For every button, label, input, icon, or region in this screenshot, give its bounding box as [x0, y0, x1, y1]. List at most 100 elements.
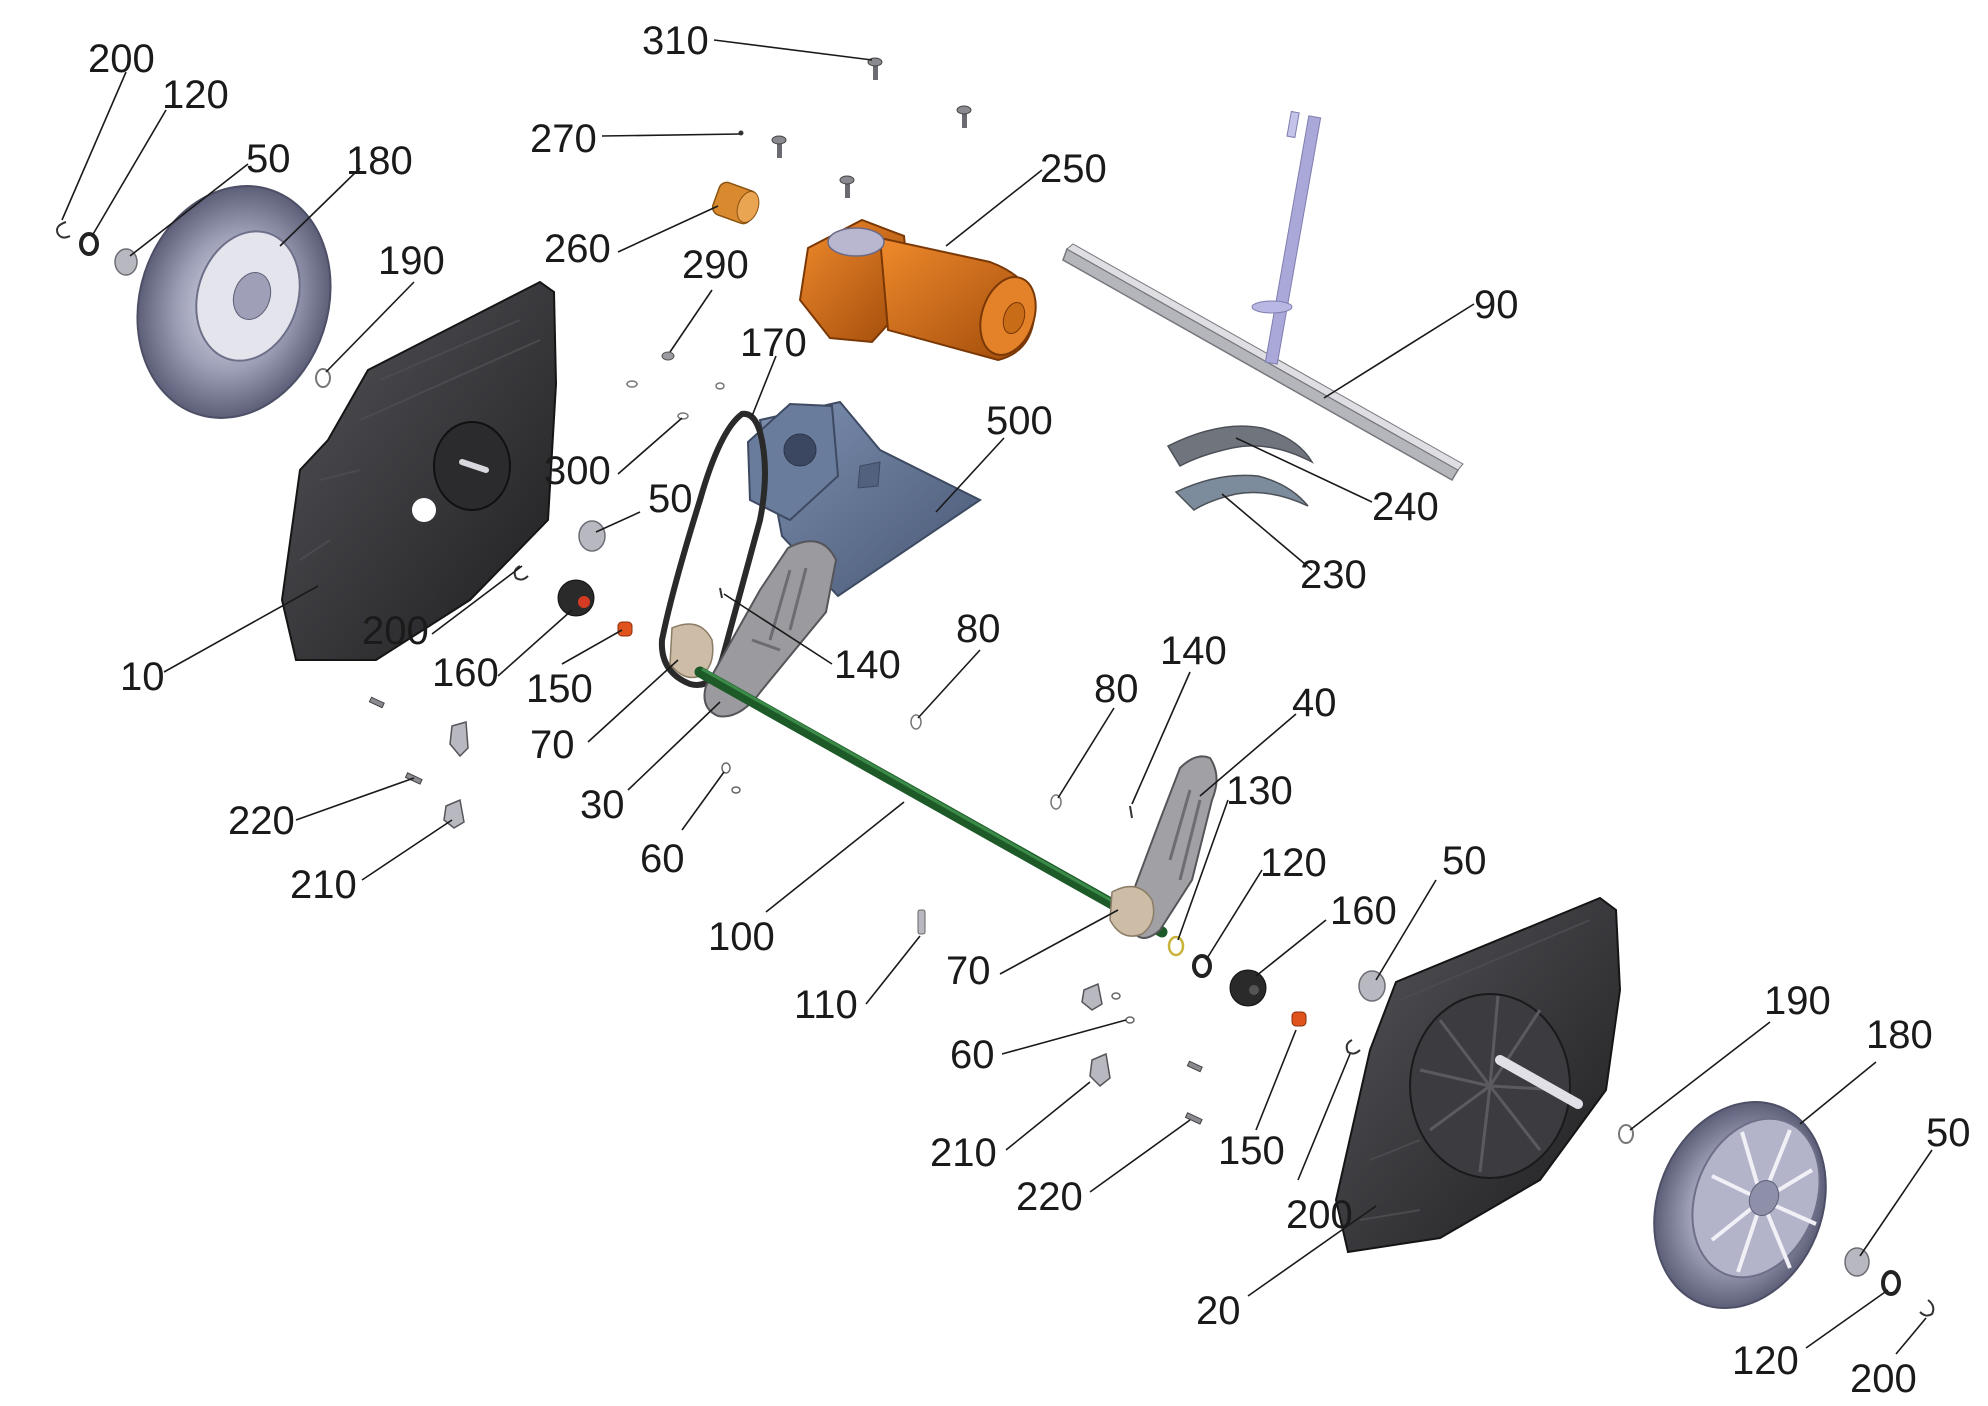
- leader-110: [865, 935, 921, 1005]
- callout-200-c: 200: [1286, 1193, 1353, 1237]
- gear-160b-body: [1229, 969, 1267, 1007]
- screw-head: [839, 175, 855, 185]
- part-260-coupling: [711, 181, 760, 225]
- part-140-pin-a: [719, 587, 723, 599]
- shaft-highlight: [701, 667, 1161, 930]
- part-90-bar: [1062, 110, 1464, 482]
- leader-200-c: [1297, 1053, 1351, 1181]
- leader-250: [945, 169, 1043, 247]
- leader-120-a: [91, 109, 167, 237]
- callout-270: 270: [530, 117, 597, 161]
- part-50-washer-b: [578, 520, 606, 552]
- part-60-ring-a: [721, 762, 731, 774]
- wheel-180-center: [232, 272, 272, 320]
- leader-50-a: [129, 163, 249, 257]
- callout-260: 260: [544, 227, 611, 271]
- leader-30: [627, 701, 721, 791]
- part-screw-top-right: [956, 105, 972, 128]
- part-60-ring-a2: [731, 786, 741, 794]
- callout-300: 300: [544, 449, 611, 493]
- leader-300: [617, 417, 683, 475]
- part-small-ring-b: [715, 382, 725, 390]
- part-250-motor: [798, 218, 1037, 362]
- leader-230: [1221, 493, 1313, 571]
- leader-200-d: [1895, 1317, 1927, 1355]
- callout-180-a: 180: [346, 139, 413, 183]
- callout-180-b: 180: [1866, 1013, 1933, 1057]
- motor-flange: [827, 227, 885, 257]
- part-120-ring-c: [1881, 1270, 1901, 1296]
- leader-210-a: [361, 819, 453, 881]
- part-bracket-left-a: [449, 721, 469, 758]
- callout-500: 500: [986, 399, 1053, 443]
- leader-140-b: [1131, 671, 1191, 805]
- screw-290-head: [661, 351, 675, 361]
- leader-10: [163, 585, 319, 673]
- part-60-ring-b: [1125, 1016, 1135, 1024]
- callout-170: 170: [740, 321, 807, 365]
- leader-200-a: [61, 71, 127, 221]
- leader-270: [601, 133, 741, 137]
- bracket-hole: [783, 433, 817, 467]
- leader-190-b: [1629, 1021, 1771, 1131]
- part-200-clip-c: [1345, 1039, 1361, 1055]
- leader-150-b: [1255, 1029, 1297, 1131]
- rod-collar: [1251, 300, 1293, 314]
- part-230-blade: [1174, 474, 1309, 511]
- part-50-washer-c: [1358, 970, 1386, 1002]
- part-180-wheel: [136, 185, 332, 419]
- callout-100: 100: [708, 915, 775, 959]
- leader-40: [1199, 713, 1297, 797]
- callout-110: 110: [794, 983, 858, 1027]
- screw-shank: [962, 112, 967, 128]
- housing-20-fan-blades: [1419, 995, 1563, 1173]
- gear-160b-bore: [1249, 985, 1259, 995]
- leader-220-a: [295, 777, 415, 821]
- rod-shaft: [1264, 115, 1322, 365]
- coupling-end: [736, 191, 760, 223]
- leader-lines: [61, 39, 1933, 1355]
- part-190-ring-a: [315, 368, 331, 388]
- screw-310-shank: [873, 64, 878, 80]
- part-small-ring-a: [626, 380, 638, 388]
- callout-60-b: 60: [950, 1033, 995, 1077]
- part-130-ring: [1167, 935, 1185, 957]
- part-140-pin-b: [1129, 805, 1133, 819]
- part-50-washer-d: [1844, 1247, 1870, 1277]
- part-210-bracket-b: [1089, 1052, 1111, 1088]
- part-80-ring-a: [910, 714, 922, 730]
- part-150-bush-a: [617, 621, 633, 637]
- leader-20: [1247, 1205, 1377, 1297]
- part-120-ring-a: [79, 232, 99, 256]
- screw-shank: [777, 142, 782, 158]
- part-200-clip-b: [513, 565, 529, 581]
- leader-60-b: [1001, 1019, 1127, 1055]
- callout-220-b: 220: [1016, 1175, 1083, 1219]
- callout-50-c: 50: [1442, 839, 1487, 883]
- part-70-tan-plate-right: [1109, 885, 1155, 937]
- callout-140-a: 140: [834, 643, 901, 687]
- part-10-housing: [280, 280, 558, 661]
- leader-310: [713, 39, 873, 61]
- callout-50-d: 50: [1926, 1111, 1971, 1155]
- part-200-clip-a: [56, 221, 71, 239]
- callout-labels: 200 120 50 180 190 10 200 160 150 300 50…: [88, 19, 1971, 1401]
- plate-30-ribs: [751, 567, 808, 652]
- part-60-ring-b2: [1111, 992, 1121, 1000]
- callout-50-b: 50: [648, 477, 693, 521]
- leader-210-b: [1005, 1081, 1091, 1151]
- leader-70-b: [999, 909, 1119, 975]
- part-120-ring-b: [1192, 954, 1212, 978]
- part-100-shaft: [694, 666, 1168, 938]
- part-240-blade: [1166, 425, 1314, 468]
- callout-120-a: 120: [162, 73, 229, 117]
- gear-160-body: [557, 579, 595, 617]
- leader-180-a: [279, 167, 361, 247]
- part-300-ring: [677, 412, 689, 420]
- part-180-wheel-right: [1653, 1101, 1827, 1309]
- leader-50-d: [1859, 1149, 1933, 1257]
- part-70-tan-plate: [669, 623, 714, 679]
- callout-130: 130: [1226, 769, 1293, 813]
- leader-160-b: [1255, 919, 1327, 977]
- callout-10: 10: [120, 655, 165, 699]
